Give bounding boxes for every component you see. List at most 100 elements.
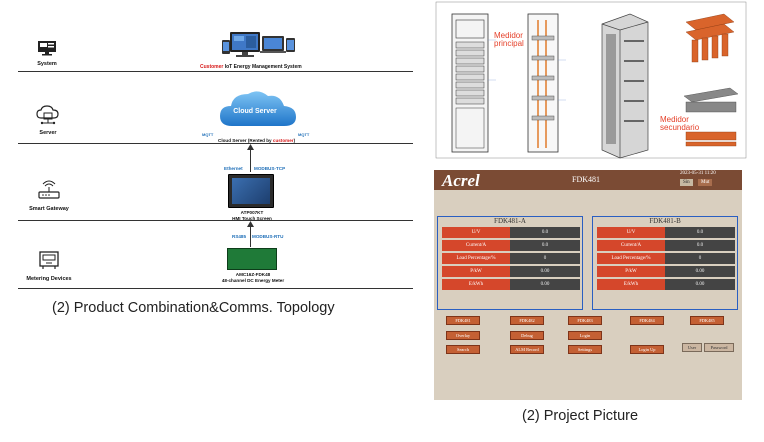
cloud-gear-icon <box>36 105 59 125</box>
hmi-header: Acrel FDK481 2023-05-31 11:20 Sin Mut <box>434 170 742 190</box>
connector-line <box>250 146 251 172</box>
tier-label-devices: Metering Devices <box>26 276 72 282</box>
cloud-caption: Cloud Server (Rented by customer) <box>218 138 295 143</box>
system-caption: Customer IoT Energy Management System <box>200 64 302 70</box>
reading-label: Current/A <box>597 240 665 251</box>
search-button[interactable]: Search <box>446 345 480 354</box>
password-field[interactable]: Password <box>704 343 734 352</box>
fdk484-button[interactable]: FDK484 <box>630 316 664 325</box>
fdk485-button[interactable]: FDK485 <box>690 316 724 325</box>
acrel-logo: Acrel <box>442 171 480 190</box>
divider <box>18 288 413 289</box>
hmi-title: FDK481 <box>572 175 601 184</box>
debug-button[interactable]: Debug <box>510 331 544 340</box>
settings-button[interactable]: Settings <box>568 345 602 354</box>
reading-label: P/kW <box>597 266 665 277</box>
alarm-record-button[interactable]: ALM Record <box>510 345 544 354</box>
label-primary-meter: Medidor principal <box>494 31 524 48</box>
arrow-up-icon <box>247 221 254 227</box>
cloud-server-label: Cloud Server <box>233 108 277 115</box>
reading-value: 0.0 <box>510 240 580 251</box>
reading-value: 0.00 <box>510 266 580 277</box>
divider <box>18 71 413 72</box>
tier-label-server: Server <box>39 130 57 136</box>
meter-device-icon <box>39 251 59 269</box>
hmi-model: ATP007KT <box>240 210 264 215</box>
reading-label: U/V <box>597 227 665 238</box>
reading-label: Load Percentage/% <box>597 253 665 264</box>
reading-value: 0.0 <box>665 227 735 238</box>
reading-value: 0 <box>510 253 580 264</box>
hmi-datetime: 2023-05-31 11:20 <box>680 171 716 176</box>
divider <box>18 143 413 144</box>
hmi-caption: ATP007KT HMI Touch Screen <box>224 210 280 221</box>
modbus-tcp-label: MODBUS-TCP <box>254 166 286 171</box>
system-caption-text: IoT Energy Management System <box>223 64 302 70</box>
cabinet-drawing-image <box>435 1 747 159</box>
monitor-icon <box>38 41 56 56</box>
fdk481-button[interactable]: FDK481 <box>446 316 480 325</box>
mode-mut-button[interactable]: Mut <box>698 179 713 186</box>
reading-value: 0.0 <box>665 240 735 251</box>
reading-value: 0.00 <box>510 279 580 290</box>
meter-model: AMC16Z-FDK48 <box>235 272 271 277</box>
mqtt-label-left: MQTT <box>202 132 214 137</box>
reading-label: E/kWh <box>597 279 665 290</box>
arrow-up-icon <box>247 144 254 150</box>
cloud-caption-suffix: ) <box>293 138 296 143</box>
modbus-rtu-label: MODBUS-RTU <box>252 234 284 239</box>
connector-line <box>250 223 251 247</box>
reading-label: Load Percentage/% <box>442 253 510 264</box>
energy-meter-image <box>227 248 277 270</box>
panel-b-title: FDK481-B <box>649 217 681 225</box>
reading-value: 0.00 <box>665 279 735 290</box>
reading-label: E/kWh <box>442 279 510 290</box>
hmi-touch-screen-image <box>228 174 274 208</box>
reading-value: 0.00 <box>665 266 735 277</box>
mqtt-label-right: MQTT <box>298 132 310 137</box>
divider <box>18 220 413 221</box>
reading-row: Load Percentage/%0 <box>442 253 580 264</box>
tier-label-system: System <box>37 61 57 67</box>
reading-label: P/kW <box>442 266 510 277</box>
reading-label: Current/A <box>442 240 510 251</box>
meter-desc: 48-channel DC Energy Meter <box>221 277 285 283</box>
cabinet-drawing: Medidor principal Medidor secundario <box>434 0 748 160</box>
tier-label-gateway: Smart Gateway <box>29 206 69 212</box>
reading-label: U/V <box>442 227 510 238</box>
overlay-button[interactable]: Overlay <box>446 331 480 340</box>
reading-value: 0.0 <box>510 227 580 238</box>
login-button[interactable]: Login <box>568 331 602 340</box>
cloud-server-icon <box>220 91 296 126</box>
ethernet-label: Ethernet <box>224 166 243 171</box>
fdk482-button[interactable]: FDK482 <box>510 316 544 325</box>
meter-caption: AMC16Z-FDK48 48-channel DC Energy Meter <box>218 272 288 283</box>
reading-value: 0 <box>665 253 735 264</box>
router-icon <box>38 180 60 199</box>
customer-label: Customer <box>200 64 224 70</box>
panel-a-title: FDK481-A <box>494 217 526 225</box>
rs485-label: RS485 <box>232 234 247 239</box>
hmi-desc: HMI Touch Screen <box>232 215 272 221</box>
mode-sin-button[interactable]: Sin <box>680 179 693 186</box>
project-photo: Acrel FDK481 2023-05-31 11:20 Sin Mut FD… <box>434 170 742 400</box>
fdk483-button[interactable]: FDK483 <box>568 316 602 325</box>
topology-caption: (2) Product Combination&Comms. Topology <box>52 300 335 316</box>
cloud-caption-prefix: Cloud Server (Rented by <box>218 138 273 143</box>
reading-row: Load Percentage/%0 <box>597 253 735 264</box>
project-picture-caption: (2) Project Picture <box>522 408 639 424</box>
login-up-button[interactable]: Login Up <box>630 345 664 354</box>
user-field[interactable]: User <box>682 343 702 352</box>
